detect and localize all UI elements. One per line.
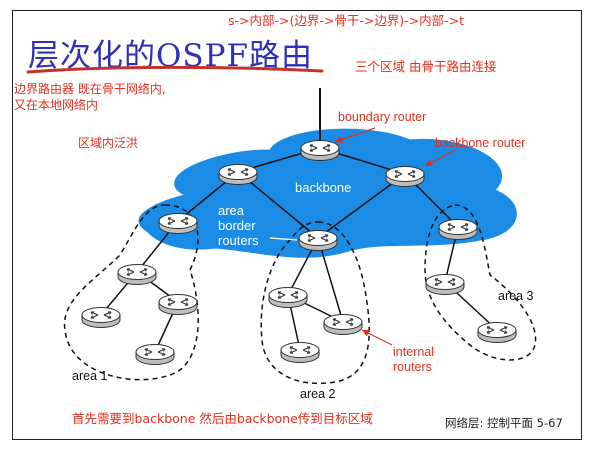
router-backbone-right xyxy=(385,165,425,188)
area3-boundary xyxy=(424,204,537,361)
flood-note: 区域内泛洪 xyxy=(78,136,139,150)
backbone-label: backbone xyxy=(295,180,351,195)
border-router-note-line1: 边界路由器 既在骨干网络内, xyxy=(14,82,166,96)
router-backbone-left xyxy=(218,163,258,186)
area2-label: area 2 xyxy=(300,387,335,401)
router-area1-b xyxy=(81,306,121,329)
router-area-border-1 xyxy=(158,212,198,235)
router-area2-c xyxy=(280,341,320,364)
area-border-pointer xyxy=(269,237,298,241)
title-underline xyxy=(26,65,324,74)
router-area2-a xyxy=(268,286,308,309)
router-area3-a xyxy=(425,273,465,296)
boundary-router-label: boundary router xyxy=(338,110,426,124)
area-border-label-2: border xyxy=(218,218,256,233)
path-annotation: s->内部->(边界->骨干->边界)->内部->t xyxy=(228,13,465,28)
areas-note: 三个区域 由骨干路由连接 xyxy=(355,59,497,74)
backbone-router-arrow xyxy=(424,149,456,167)
area1-label: area 1 xyxy=(72,369,107,383)
area-border-label-3: routers xyxy=(218,233,259,248)
router-area-border-3 xyxy=(438,218,478,241)
boundary-router-arrow xyxy=(334,127,376,144)
router-area-border-2 xyxy=(298,229,338,252)
slide-footer: 网络层: 控制平面 5-67 xyxy=(445,416,563,430)
router-area1-c xyxy=(158,293,198,316)
backbone-router-label: backbone router xyxy=(435,136,525,150)
router-boundary xyxy=(300,139,340,162)
internal-routers-label-1: internal xyxy=(393,345,434,359)
internal-router-arrow xyxy=(361,329,393,346)
area-border-label-1: area xyxy=(218,203,245,218)
router-area2-b xyxy=(323,313,363,336)
bottom-note: 首先需要到backbone 然后由backbone传到目标区域 xyxy=(72,411,373,426)
area3-label: area 3 xyxy=(498,289,533,303)
internal-routers-label-2: routers xyxy=(393,360,432,374)
router-area1-d xyxy=(135,343,175,366)
slide-frame xyxy=(12,10,582,440)
router-area1-a xyxy=(117,263,157,286)
backbone-cloud xyxy=(138,128,517,258)
area1-boundary xyxy=(63,204,199,381)
router-area3-b xyxy=(477,321,517,344)
border-router-note-line2: 又在本地网络内 xyxy=(14,98,99,112)
